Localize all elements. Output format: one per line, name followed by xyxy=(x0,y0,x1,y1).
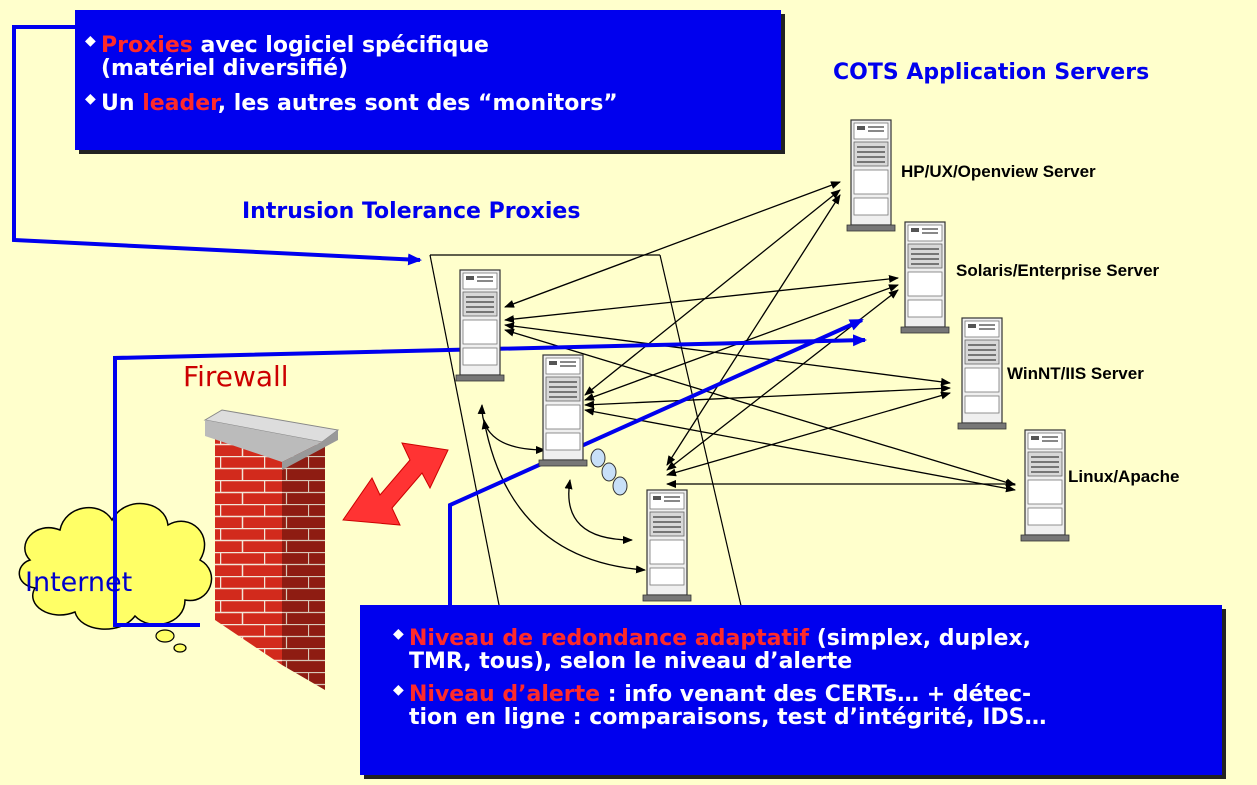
internet-label: Internet xyxy=(25,567,133,598)
redundancy-info-box: ◆ Niveau de redondance adaptatif (simple… xyxy=(360,605,1222,775)
server-label-solaris: Solaris/Enterprise Server xyxy=(956,261,1160,280)
server-label-hpux: HP/UX/Openview Server xyxy=(901,162,1096,181)
cots-title: COTS Application Servers xyxy=(833,60,1150,85)
proxies-title: Intrusion Tolerance Proxies xyxy=(242,199,581,224)
alert-text: : info venant des CERTs… + détec- xyxy=(600,682,1032,708)
server-icon-hpux xyxy=(846,119,896,232)
leader-prefix: Un xyxy=(101,91,143,117)
proxy-server-3 xyxy=(642,489,692,602)
proxies-text: avec logiciel spécifique xyxy=(192,33,489,58)
diamond-bullet-icon: ◆ xyxy=(393,626,404,642)
diamond-bullet-icon: ◆ xyxy=(85,33,96,49)
server-icon-solaris xyxy=(900,221,950,334)
leader-highlight: leader xyxy=(142,91,218,117)
red-double-arrow xyxy=(342,442,449,526)
diamond-bullet-icon: ◆ xyxy=(85,91,96,108)
proxy-server-2 xyxy=(538,354,588,467)
proxies-text-line2: (matériel diversifié) xyxy=(101,56,349,82)
bullet-proxies: ◆ Proxies avec logiciel spécifique (maté… xyxy=(85,34,781,80)
proxy-server-1 xyxy=(455,269,505,382)
firewall-label: Firewall xyxy=(183,360,289,393)
server-label-linux: Linux/Apache xyxy=(1068,467,1180,486)
alert-text-line2: tion en ligne : comparaisons, test d’int… xyxy=(409,705,1047,731)
bullet-alert: ◆ Niveau d’alerte : info venant des CERT… xyxy=(393,683,1222,729)
diamond-bullet-icon: ◆ xyxy=(393,682,404,699)
firewall xyxy=(203,409,340,690)
bullet-redundancy: ◆ Niveau de redondance adaptatif (simple… xyxy=(393,627,1222,673)
server-label-winnt: WinNT/IIS Server xyxy=(1007,364,1144,383)
redundancy-text: (simplex, duplex, xyxy=(809,626,1031,651)
proxies-info-box: ◆ Proxies avec logiciel spécifique (maté… xyxy=(75,10,781,150)
server-icon-winnt xyxy=(957,317,1007,430)
redundancy-highlight: Niveau de redondance adaptatif xyxy=(409,626,810,651)
leader-text: , les autres sont des “monitors” xyxy=(217,91,618,117)
server-icon-linux xyxy=(1020,429,1070,542)
proxies-highlight: Proxies xyxy=(101,33,193,58)
alert-highlight: Niveau d’alerte xyxy=(409,682,601,708)
bullet-leader: ◆ Un leader, les autres sont des “monito… xyxy=(85,92,781,115)
redundancy-text-line2: TMR, tous), selon le niveau d’alerte xyxy=(409,649,853,675)
